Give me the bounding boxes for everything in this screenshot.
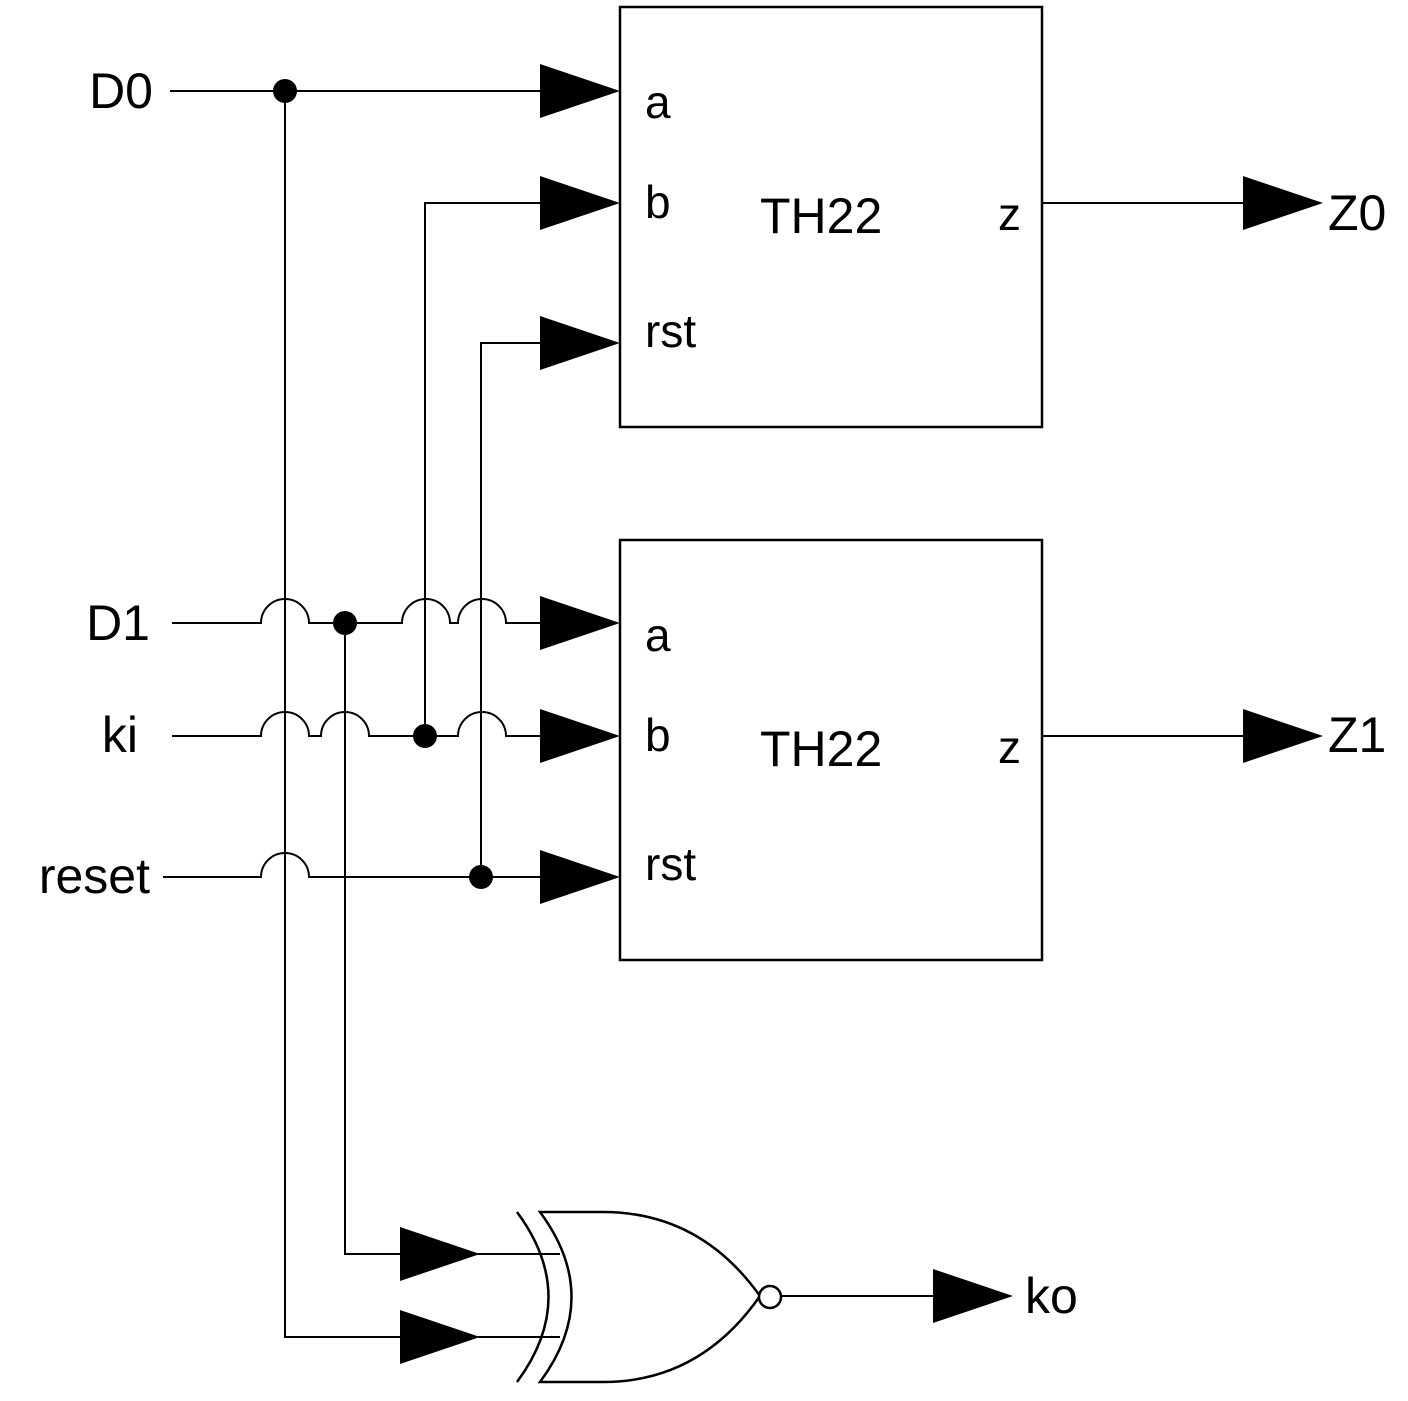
- input-label-d0: D0: [89, 63, 153, 119]
- junction-d1: [333, 611, 357, 635]
- pin-label-z: z: [998, 721, 1021, 773]
- arrow-top-rst: [540, 316, 620, 370]
- arrow-bottom-rst: [540, 850, 620, 904]
- junction-reset: [469, 865, 493, 889]
- th22-gate-top: a b rst TH22 z: [618, 5, 1044, 429]
- junction-ki: [413, 724, 437, 748]
- pin-label-rst: rst: [645, 838, 696, 890]
- wire-ki-tap: [424, 202, 540, 736]
- arrow-top-b: [540, 176, 620, 230]
- pin-label-z: z: [998, 188, 1021, 240]
- arrow-z1: [1243, 709, 1323, 763]
- pin-label-b: b: [645, 176, 671, 228]
- arrow-ko: [933, 1269, 1013, 1323]
- input-label-ki: ki: [102, 707, 138, 763]
- output-label-ko: ko: [1025, 1268, 1078, 1324]
- th22-gate-bottom: a b rst TH22 z: [618, 538, 1044, 962]
- arrow-xnor-in1: [400, 1227, 480, 1281]
- pin-label-a: a: [645, 609, 671, 661]
- input-label-reset: reset: [39, 848, 150, 904]
- xnor-gate-icon: [515, 1210, 783, 1384]
- gate-name: TH22: [760, 721, 882, 777]
- junction-d0: [273, 79, 297, 103]
- pin-label-b: b: [645, 709, 671, 761]
- output-label-z0: Z0: [1328, 185, 1386, 241]
- arrow-top-a: [540, 64, 620, 118]
- wire-reset: [163, 852, 540, 878]
- wire-d0-tap: [284, 91, 400, 1338]
- arrow-bottom-a: [540, 596, 620, 650]
- wire-ki: [172, 711, 540, 737]
- arrow-xnor-in2: [400, 1310, 480, 1364]
- gate-name: TH22: [760, 188, 882, 244]
- output-label-z1: Z1: [1328, 707, 1386, 763]
- wire-d1-tap: [344, 623, 400, 1255]
- arrow-bottom-b: [540, 709, 620, 763]
- wire-reset-tap: [480, 342, 540, 877]
- input-label-d1: D1: [86, 595, 150, 651]
- arrow-z0: [1243, 176, 1323, 230]
- pin-label-a: a: [645, 76, 671, 128]
- pin-label-rst: rst: [645, 305, 696, 357]
